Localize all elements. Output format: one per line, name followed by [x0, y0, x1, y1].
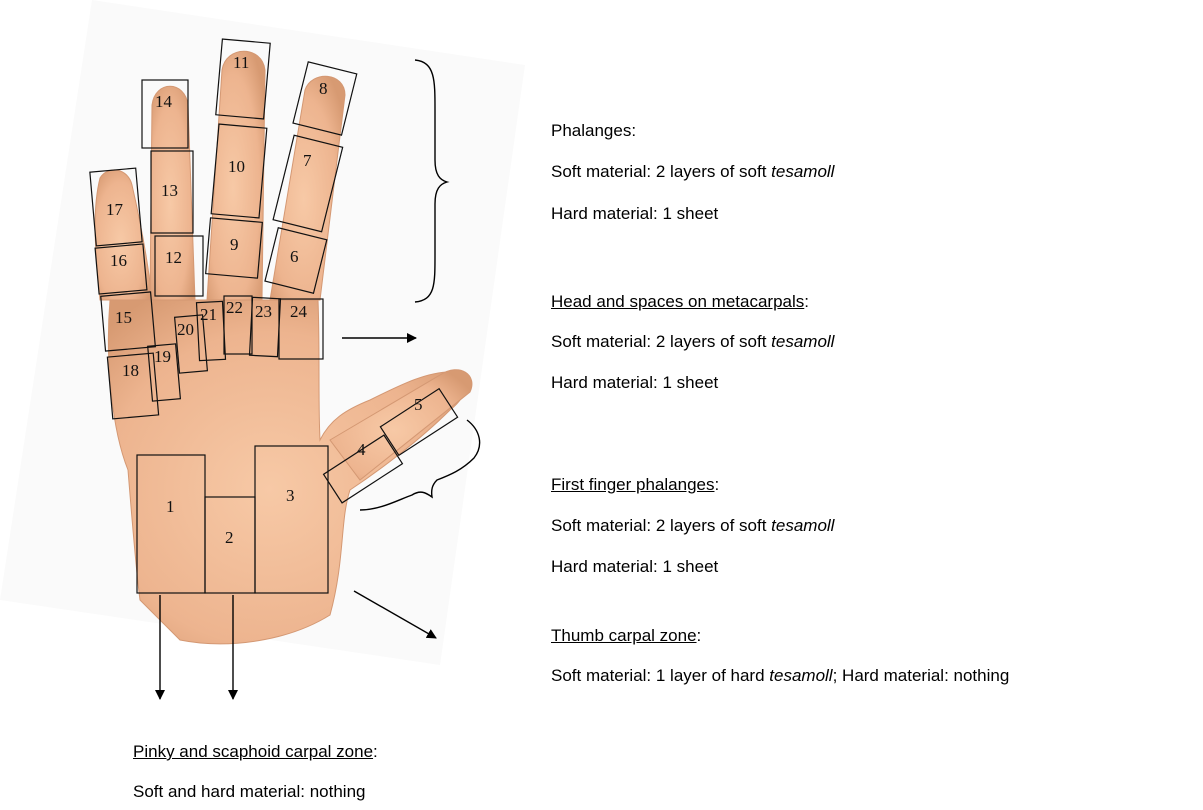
pinky-scaphoid-title: Pinky and scaphoid carpal zone: [133, 742, 373, 761]
thumb-carpal-title-suffix: :: [697, 626, 702, 645]
metacarpals-soft-text: Soft material: 2 layers of soft: [551, 332, 771, 351]
phalanges-hard: Hard material: 1 sheet: [551, 203, 718, 225]
region-label-23: 23: [255, 302, 272, 321]
pinky-scaphoid-title-line: Pinky and scaphoid carpal zone:: [133, 741, 378, 763]
thumb-carpal-title-line: Thumb carpal zone:: [551, 625, 701, 647]
region-label-5: 5: [414, 395, 423, 414]
thumb-carpal-soft-material: tesamoll: [769, 666, 832, 685]
metacarpals-title-suffix: :: [804, 292, 809, 311]
first-finger-soft: Soft material: 2 layers of soft tesamoll: [551, 515, 834, 537]
region-label-17: 17: [106, 200, 124, 219]
phalanges-soft: Soft material: 2 layers of soft tesamoll: [551, 161, 834, 183]
region-label-9: 9: [230, 235, 239, 254]
first-finger-title: First finger phalanges: [551, 475, 714, 494]
region-label-21: 21: [200, 305, 217, 324]
region-label-3: 3: [286, 486, 295, 505]
metacarpals-hard: Hard material: 1 sheet: [551, 372, 718, 394]
metacarpals-title-line: Head and spaces on metacarpals:: [551, 291, 809, 313]
region-label-2: 2: [225, 528, 234, 547]
pinky-scaphoid-text: Soft and hard material: nothing: [133, 781, 365, 803]
region-label-18: 18: [122, 361, 139, 380]
phalanges-soft-text: Soft material: 2 layers of soft: [551, 162, 771, 181]
region-label-14: 14: [155, 92, 173, 111]
first-finger-soft-material: tesamoll: [771, 516, 834, 535]
thumb-carpal-hard-text: ; Hard material: nothing: [833, 666, 1010, 685]
region-label-15: 15: [115, 308, 132, 327]
region-label-4: 4: [357, 440, 366, 459]
region-label-16: 16: [110, 251, 127, 270]
region-label-24: 24: [290, 302, 308, 321]
metacarpals-soft: Soft material: 2 layers of soft tesamoll: [551, 331, 834, 353]
phalanges-title: Phalanges:: [551, 120, 636, 142]
thumb-carpal-soft-text: Soft material: 1 layer of hard: [551, 666, 769, 685]
region-label-13: 13: [161, 181, 178, 200]
region-label-10: 10: [228, 157, 245, 176]
thumb-carpal-title: Thumb carpal zone: [551, 626, 697, 645]
first-finger-soft-text: Soft material: 2 layers of soft: [551, 516, 771, 535]
pinky-scaphoid-title-suffix: :: [373, 742, 378, 761]
region-label-1: 1: [166, 497, 175, 516]
region-label-6: 6: [290, 247, 299, 266]
region-label-19: 19: [154, 347, 171, 366]
region-label-22: 22: [226, 298, 243, 317]
region-label-11: 11: [233, 53, 249, 72]
first-finger-title-line: First finger phalanges:: [551, 474, 719, 496]
phalanges-soft-material: tesamoll: [771, 162, 834, 181]
region-label-8: 8: [319, 79, 328, 98]
region-label-12: 12: [165, 248, 182, 267]
first-finger-hard: Hard material: 1 sheet: [551, 556, 718, 578]
region-label-20: 20: [177, 320, 194, 339]
thumb-carpal-soft: Soft material: 1 layer of hard tesamoll;…: [551, 665, 1009, 687]
first-finger-title-suffix: :: [714, 475, 719, 494]
metacarpals-soft-material: tesamoll: [771, 332, 834, 351]
metacarpals-title: Head and spaces on metacarpals: [551, 292, 804, 311]
region-label-7: 7: [303, 151, 312, 170]
